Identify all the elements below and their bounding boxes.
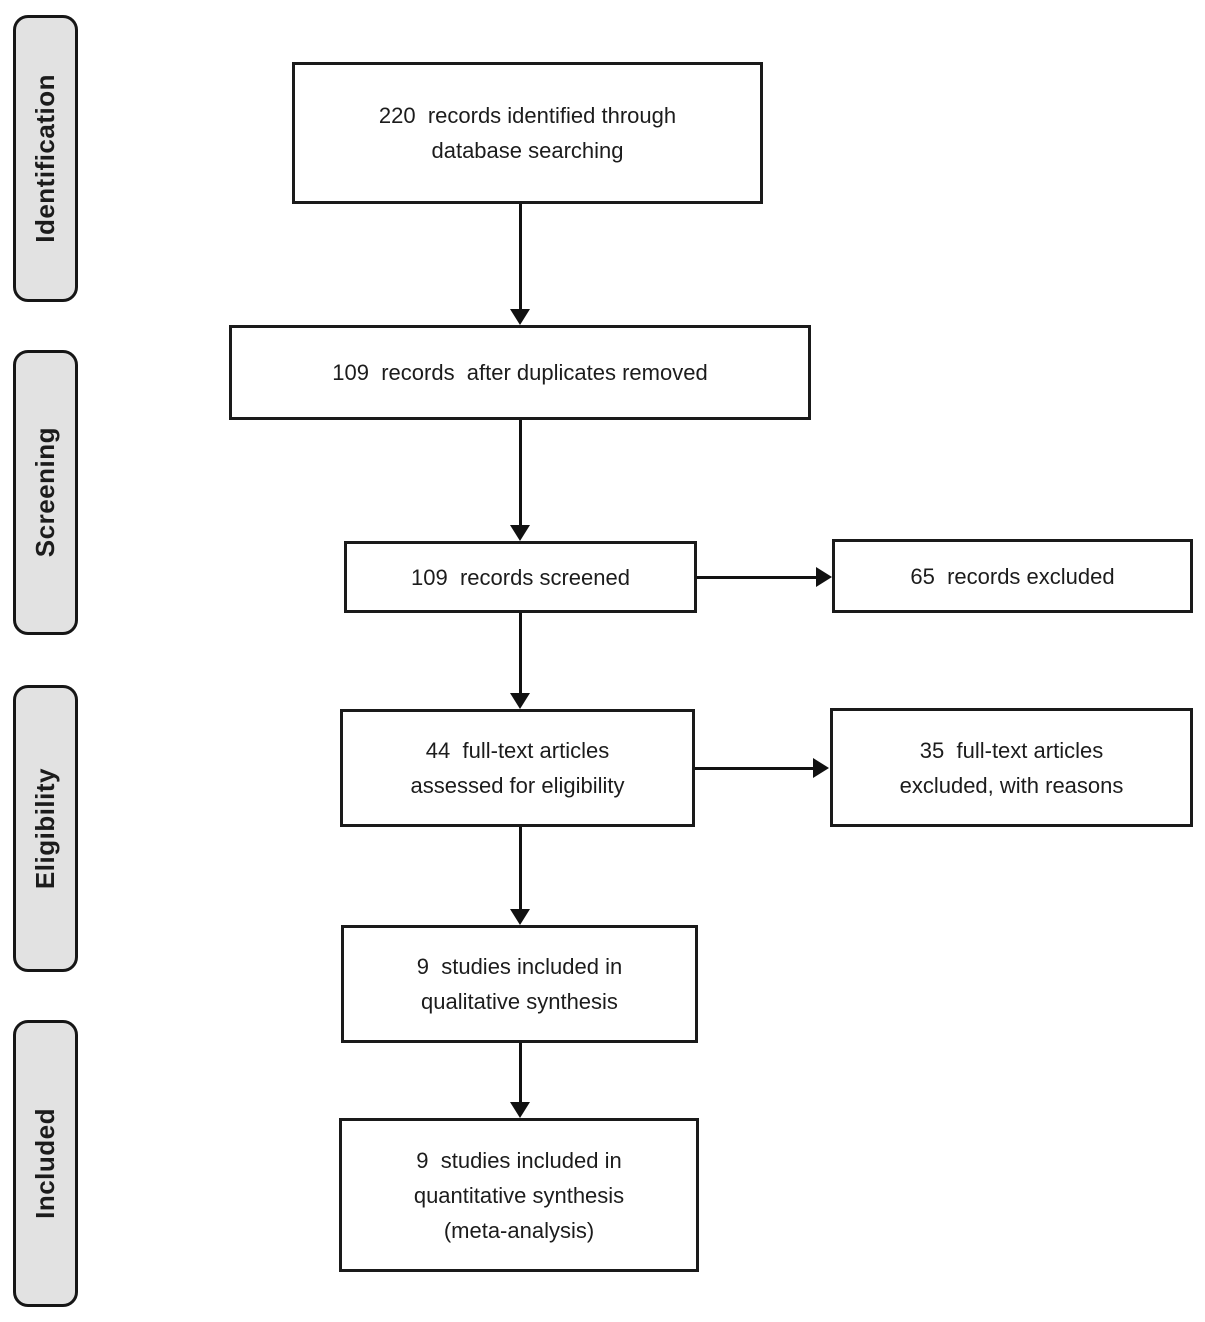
box-fulltext-excluded-line1: 35 full-text articles (919, 737, 1104, 763)
box-quantitative-synthesis-line1: 9 studies included in (416, 1147, 622, 1173)
box-records-screened: 109 records screened (344, 541, 697, 613)
box-fulltext-excluded-line2: excluded, with reasons (899, 772, 1124, 798)
arrow-shaft (519, 827, 522, 910)
stage-eligibility: Eligibility (13, 685, 78, 972)
box-quantitative-synthesis-line3: (meta-analysis) (443, 1217, 595, 1243)
box-quantitative-synthesis-line2: quantitative synthesis (413, 1182, 625, 1208)
box-records-after-duplicates: 109 records after duplicates removed (229, 325, 811, 420)
box-records-after-duplicates-line1: 109 records after duplicates removed (332, 360, 708, 385)
box-records-excluded: 65 records excluded (832, 539, 1193, 613)
stage-identification: Identification (13, 15, 78, 302)
arrow-head-down-icon (510, 525, 530, 541)
arrow-shaft (519, 613, 522, 694)
box-fulltext-assessed-line1: 44 full-text articles (425, 738, 610, 763)
stage-included-label: Included (30, 1108, 60, 1219)
box-records-identified: 220 records identified through database … (292, 62, 763, 204)
arrow-shaft (695, 767, 814, 770)
box-records-identified-line2: database searching (431, 138, 624, 163)
box-records-screened-line1: 109 records screened (411, 564, 630, 590)
box-fulltext-assessed-line2: assessed for eligibility (410, 773, 625, 798)
stage-identification-label: Identification (30, 74, 60, 243)
box-quantitative-synthesis: 9 studies included in quantitative synth… (339, 1118, 699, 1272)
arrow-shaft (519, 420, 522, 526)
arrow-head-right-icon (816, 567, 832, 587)
stage-included: Included (13, 1020, 78, 1307)
arrow-shaft (697, 576, 817, 579)
stage-screening: Screening (13, 350, 78, 635)
arrow-head-right-icon (813, 758, 829, 778)
stage-screening-label: Screening (30, 427, 60, 558)
box-fulltext-excluded: 35 full-text articles excluded, with rea… (830, 708, 1193, 827)
box-records-identified-line1: 220 records identified through (378, 103, 677, 128)
arrow-head-down-icon (510, 909, 530, 925)
box-qualitative-synthesis-line2: qualitative synthesis (421, 989, 618, 1014)
stage-eligibility-label: Eligibility (30, 767, 60, 890)
arrow-shaft (519, 204, 522, 310)
box-records-excluded-line1: 65 records excluded (910, 563, 1115, 589)
arrow-head-down-icon (510, 309, 530, 325)
box-fulltext-assessed: 44 full-text articles assessed for eligi… (340, 709, 695, 827)
arrow-head-down-icon (510, 693, 530, 709)
box-qualitative-synthesis: 9 studies included in qualitative synthe… (341, 925, 698, 1043)
arrow-shaft (519, 1043, 522, 1103)
box-qualitative-synthesis-line1: 9 studies included in (416, 954, 623, 979)
arrow-head-down-icon (510, 1102, 530, 1118)
